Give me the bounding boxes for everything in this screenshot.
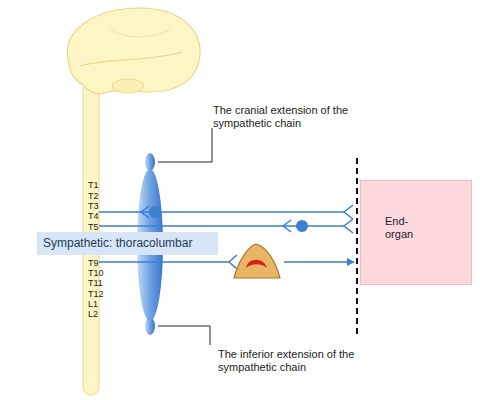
cerebellum bbox=[112, 79, 144, 93]
spinal-segment: T9 bbox=[88, 258, 99, 268]
synapse-fork bbox=[141, 206, 149, 218]
adrenal-medulla bbox=[246, 260, 267, 268]
synapse-fork bbox=[344, 205, 353, 219]
spinal-segment: T5 bbox=[88, 222, 99, 232]
node-text: Sympathetic: thoracolumbar bbox=[43, 232, 218, 255]
spinal-segment: T11 bbox=[88, 278, 103, 288]
callout-text: The cranial extension of the sympathetic… bbox=[213, 104, 388, 130]
hormone-arrow bbox=[284, 261, 354, 263]
brain-fold bbox=[80, 52, 182, 66]
end-organ-box: End- organ bbox=[360, 180, 472, 285]
spinal-segment: L2 bbox=[88, 309, 98, 319]
brain-fold bbox=[110, 30, 170, 37]
spinal-segment: T3 bbox=[88, 201, 99, 211]
adrenal-gland bbox=[234, 244, 280, 278]
spinal-segment: T10 bbox=[88, 268, 104, 278]
node-text: End- organ bbox=[385, 215, 425, 241]
callout-text: The inferior extension of the sympatheti… bbox=[218, 348, 393, 374]
ganglion-cell bbox=[296, 220, 308, 232]
chain-upper-tip bbox=[145, 153, 155, 171]
ganglion-cell bbox=[149, 206, 161, 218]
spinal-segment: T12 bbox=[88, 289, 104, 299]
synapse-fork bbox=[283, 220, 291, 232]
brain bbox=[67, 8, 200, 94]
leader-line bbox=[158, 326, 210, 345]
spinal-segment: T2 bbox=[88, 191, 99, 201]
synapse-fork bbox=[229, 255, 237, 269]
leader-line bbox=[158, 128, 212, 162]
spinal-segment: T1 bbox=[88, 180, 99, 190]
spinal-segment: L1 bbox=[88, 299, 98, 309]
boundary-line bbox=[356, 158, 358, 336]
nerve-fiber bbox=[99, 261, 229, 263]
synapse-fork bbox=[344, 219, 353, 233]
nerve-fiber bbox=[99, 211, 344, 213]
region-band: Sympathetic: thoracolumbar bbox=[37, 232, 218, 255]
spinal-segment: T4 bbox=[88, 211, 99, 221]
